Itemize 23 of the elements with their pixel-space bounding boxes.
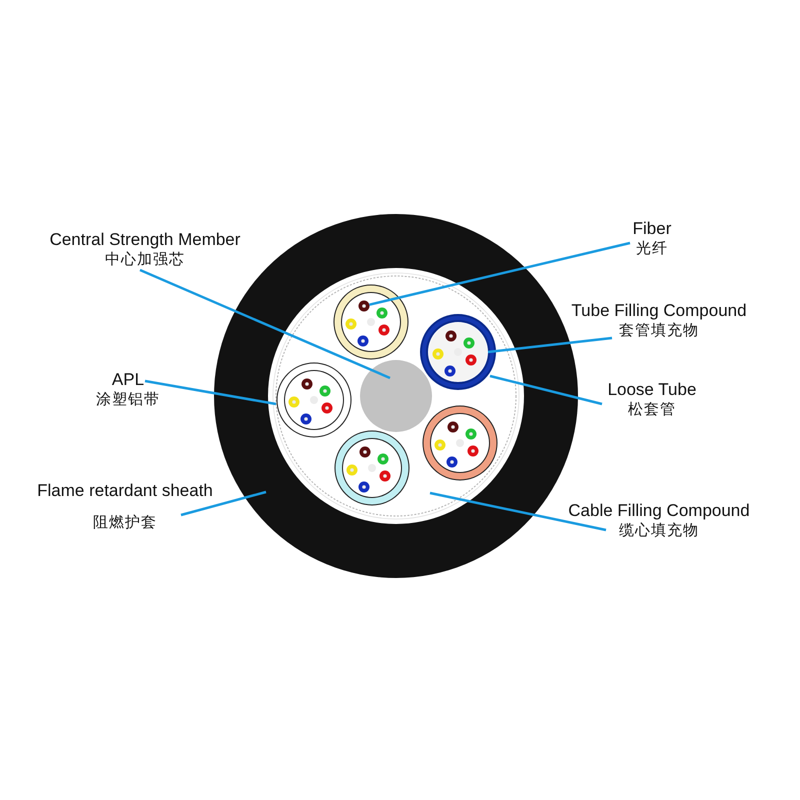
part-name-translation: 阻燃护套	[92, 513, 158, 532]
part-name-translation: 松套管	[627, 400, 677, 419]
leader-line	[144, 380, 276, 406]
part-name: Flame retardant sheath	[37, 480, 213, 501]
part-name: Tube Filling Compound	[571, 300, 747, 321]
leader-line	[140, 268, 390, 380]
part-name: Central Strength Member	[50, 229, 240, 250]
part-name: Fiber	[632, 218, 672, 239]
part-name-translation: 缆心填充物	[618, 521, 700, 540]
fiber-dot	[358, 300, 370, 312]
leader-line	[488, 336, 612, 354]
part-name-translation: 涂塑铝带	[96, 390, 160, 409]
leader-line	[430, 492, 606, 532]
part-name: APL	[110, 369, 146, 390]
part-name-translation: 套管填充物	[618, 321, 700, 340]
central-member-circle	[360, 360, 432, 432]
part-name-translation: 光纤	[635, 239, 669, 258]
leader-line	[180, 490, 266, 516]
tube-interior	[428, 322, 488, 382]
part-name-translation: 中心加强芯	[104, 250, 186, 269]
part-name: Cable Filling Compound	[568, 500, 750, 521]
part-name: Loose Tube	[608, 379, 696, 400]
leader-line	[490, 374, 602, 406]
